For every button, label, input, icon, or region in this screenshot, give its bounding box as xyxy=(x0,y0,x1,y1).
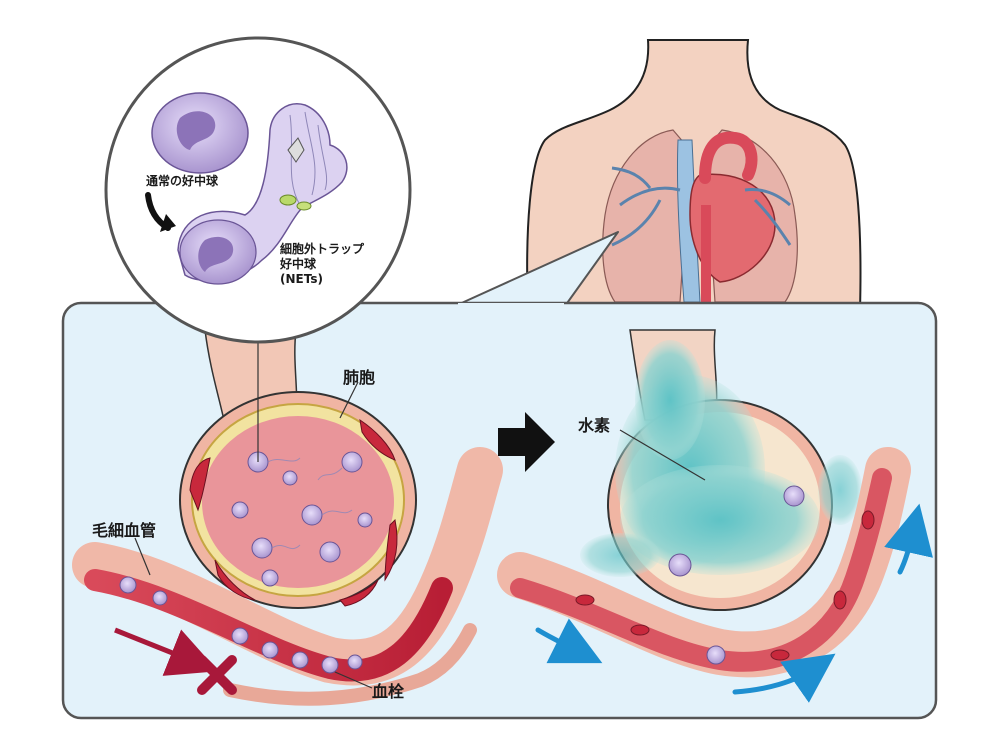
label-alveolus: 肺胞 xyxy=(343,368,376,387)
right-alveolus xyxy=(580,329,862,611)
blocked-x-icon xyxy=(197,655,237,695)
magnifier xyxy=(104,36,412,344)
left-alveolus xyxy=(179,329,417,609)
label-normal-neutrophil: 通常の好中球 xyxy=(146,174,219,188)
label-nets-line1: 細胞外トラップ xyxy=(280,242,365,256)
label-thrombus: 血栓 xyxy=(372,682,405,701)
label-hydrogen: 水素 xyxy=(578,416,611,435)
label-nets-line2: 好中球 xyxy=(280,257,317,271)
flow-arrow-icon xyxy=(535,503,933,703)
blocked-flow-arrow xyxy=(114,627,219,676)
label-capillary: 毛細血管 xyxy=(92,521,157,540)
left-capillary xyxy=(72,447,503,706)
label-nets-line3: (NETs) xyxy=(280,272,323,286)
right-arrow-icon xyxy=(498,412,555,472)
